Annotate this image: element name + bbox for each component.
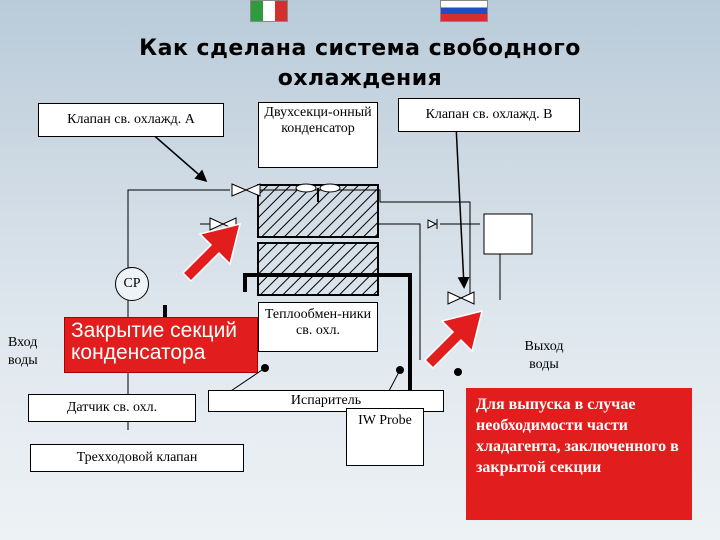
italian-flag-icon: [250, 0, 288, 22]
red-arrow-icon: [181, 222, 242, 283]
page-title: Как сделана система свободного охлаждени…: [139, 36, 581, 91]
check-valve-icon: [427, 219, 438, 229]
valve-b-icon: [447, 291, 475, 305]
water-in-label: Вход воды: [8, 335, 38, 368]
cp-node: СР: [115, 267, 149, 301]
valve-a-pointer: [149, 131, 208, 182]
heat-exchangers-label: Теплообмен-ники св. охл.: [258, 302, 378, 352]
refrigerant-release-note: Для выпуска в случае необходимости части…: [466, 388, 692, 520]
water-out-label: Выход воды: [524, 339, 564, 372]
probe-dot: [396, 366, 404, 374]
red-arrow-icon: [423, 309, 484, 370]
valve-b-label: Клапан св. охлажд. В: [398, 98, 580, 132]
russian-flag-icon: [440, 0, 488, 22]
condenser-label: Двухсекци-онный конденсатор: [258, 102, 378, 168]
three-way-valve-label: Трехходовой клапан: [30, 444, 244, 472]
fan-icon: [295, 183, 341, 202]
valve-icon: [231, 183, 261, 197]
receiver-tank: [483, 213, 533, 255]
closing-sections-callout: Закрытие секций конденсатора: [64, 317, 258, 373]
evaporator-label: Испаритель: [208, 390, 444, 412]
valve-a-label: Клапан св. охлажд. А: [38, 103, 224, 137]
condenser-section-bottom: [257, 242, 379, 296]
iw-probe-label: IW Probe: [346, 408, 424, 466]
drain-dot: [454, 368, 462, 376]
sensor-dot: [261, 364, 269, 372]
valve-b-pointer: [455, 124, 470, 289]
free-cooling-sensor-label: Датчик св. охл.: [28, 394, 196, 422]
